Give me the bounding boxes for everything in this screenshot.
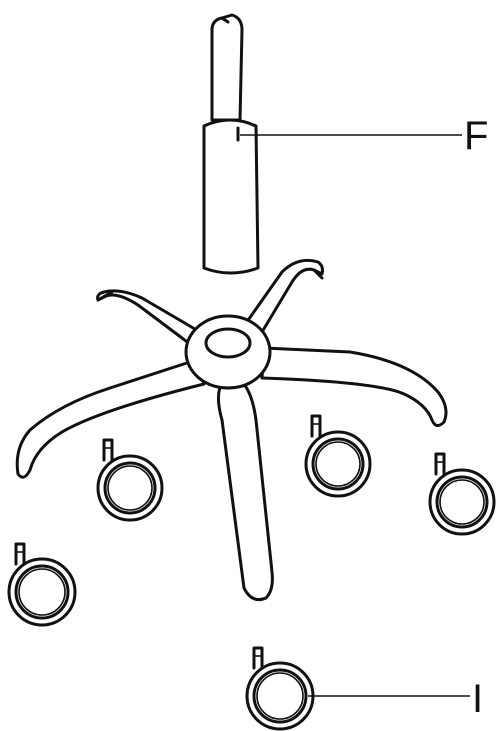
callout-label-i: I [472,677,483,721]
callout-caster: I [308,677,483,721]
caster-icon [430,454,494,534]
caster-icon [306,416,370,496]
caster-icon [9,544,75,625]
callout-gas-lift: F [240,114,488,158]
caster-icon [98,440,162,520]
caster-icon [247,648,313,729]
chair-base-icon [17,260,446,599]
callout-label-f: F [464,114,488,158]
gas-lift-icon [204,15,258,273]
